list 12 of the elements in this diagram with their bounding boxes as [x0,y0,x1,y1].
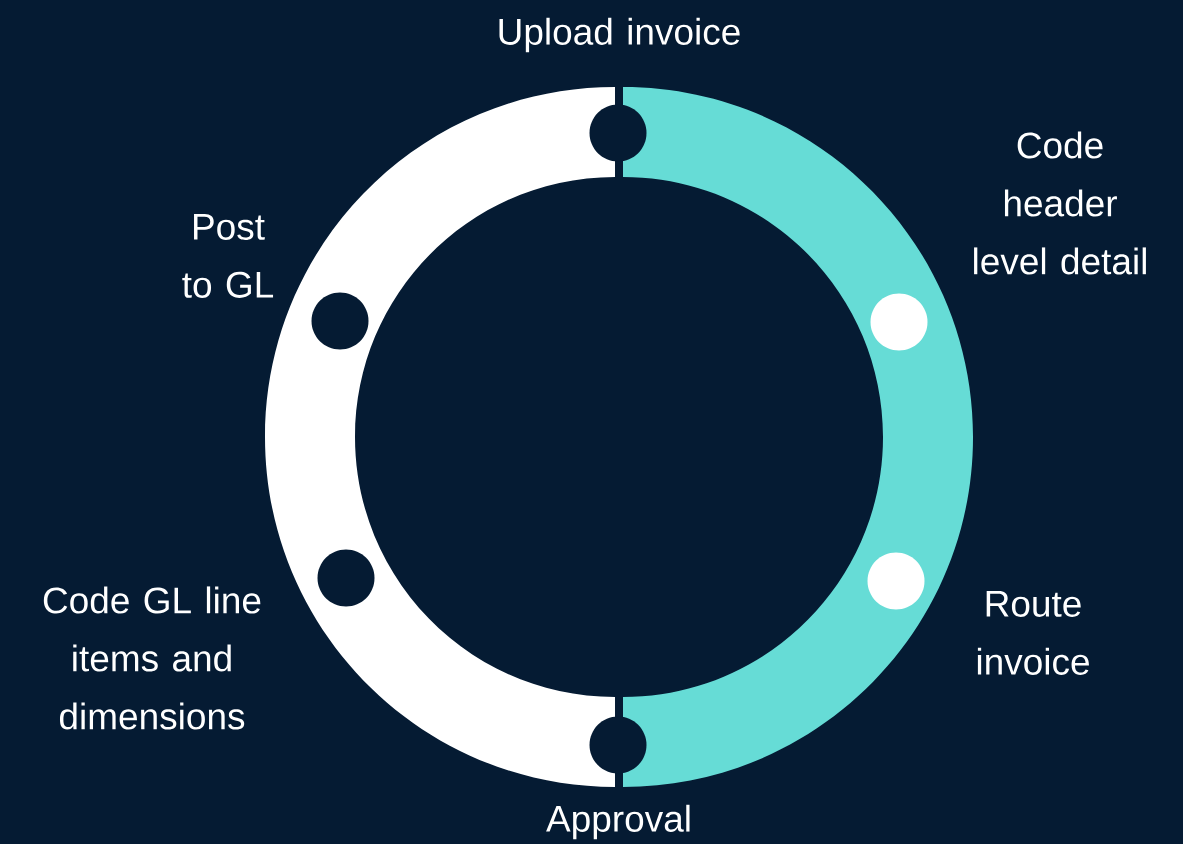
step-dot [589,716,647,774]
step-dot [589,104,647,162]
step-dot [870,293,928,351]
step-dot [867,552,925,610]
step-label: Code header level detail [974,131,1146,275]
step-dot [317,549,375,607]
step-label: Approval [546,804,690,840]
step-label: Code GL line items and dimensions [43,586,261,730]
step-dot [311,292,369,350]
step-label: Route invoice [977,591,1089,675]
step-label: Upload invoice [499,17,740,53]
step-label: Post to GL [182,214,274,298]
